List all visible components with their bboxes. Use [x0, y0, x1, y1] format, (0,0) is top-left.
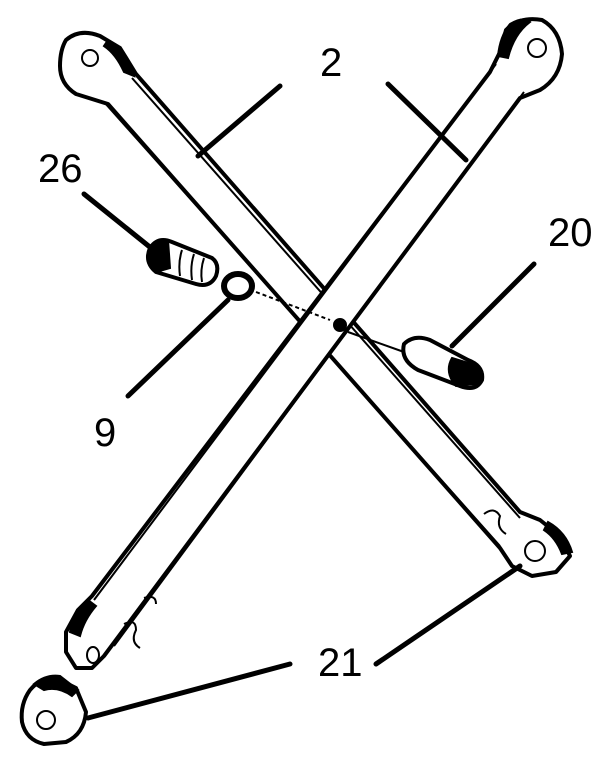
assembly-axis-right	[347, 331, 405, 353]
label-9: 9	[94, 411, 116, 455]
leader-21-left	[85, 661, 293, 721]
label-26: 26	[38, 147, 83, 191]
leader-lines	[81, 81, 537, 721]
detached-end-piece	[19, 674, 88, 746]
leader-2-left	[195, 83, 283, 159]
leader-20	[449, 261, 537, 349]
label-2: 2	[320, 41, 342, 85]
nut-20	[401, 335, 485, 390]
link-top-right-to-bottom-left	[64, 17, 564, 670]
pivot-pin	[333, 318, 347, 332]
leader-9	[125, 297, 231, 399]
leader-21-right	[373, 563, 523, 667]
eyelet-top-right	[527, 38, 547, 58]
eyelet-top-left	[81, 49, 99, 67]
label-20: 20	[548, 211, 593, 255]
edge-shading-bottom-right	[542, 520, 574, 556]
bolt-26	[146, 238, 220, 287]
edge-shading-top-left	[102, 38, 136, 78]
washer-9	[221, 271, 255, 301]
leader-2-right	[385, 81, 469, 163]
label-21: 21	[318, 641, 363, 685]
assembly-axis-left	[255, 291, 331, 321]
eyelet-bottom-left-link	[86, 646, 100, 664]
eyelet-bottom-right	[524, 540, 546, 562]
eyelet-detached-end	[36, 710, 56, 730]
edge-shading-top-right	[496, 18, 532, 60]
edge-shading-bottom-left	[68, 598, 98, 638]
leader-26	[81, 191, 159, 255]
